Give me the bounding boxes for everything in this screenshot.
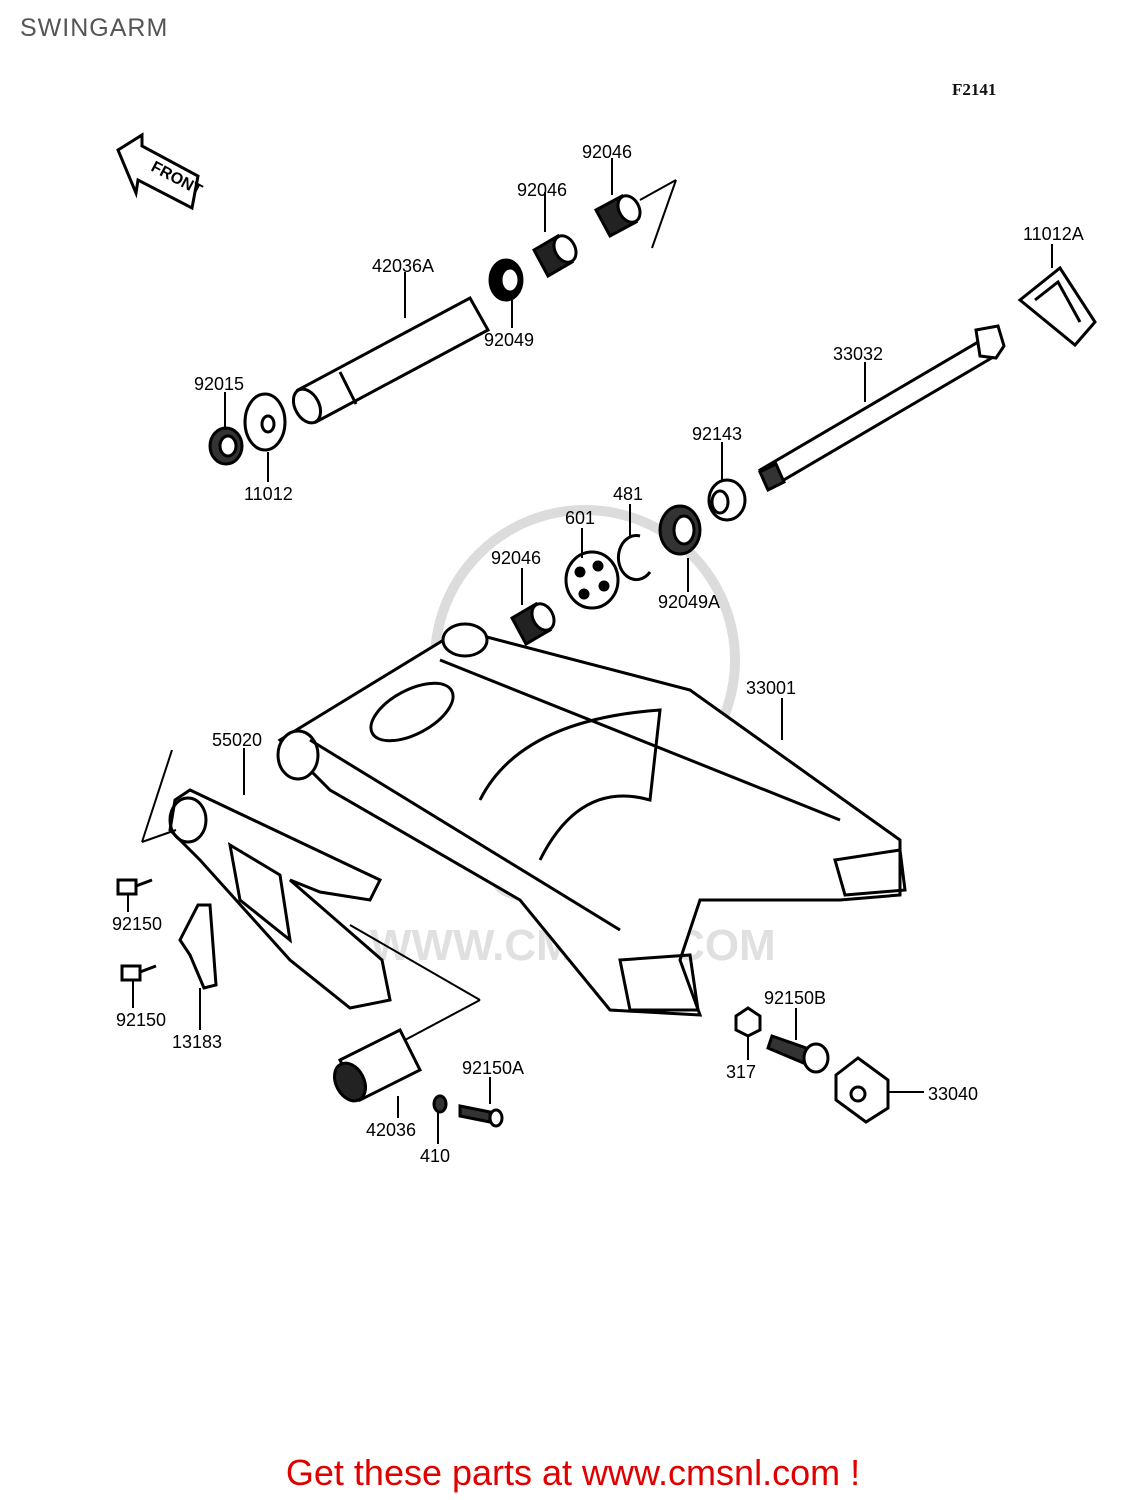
bearing-92046-top — [593, 193, 642, 239]
bolt-92150B — [766, 1034, 830, 1074]
nut-410 — [432, 1094, 448, 1114]
part-label: 92150B — [764, 988, 826, 1008]
part-label: 92015 — [194, 374, 244, 394]
nut-92015 — [208, 426, 244, 466]
figure-code: F2141 — [952, 80, 997, 99]
page-title: SWINGARM — [20, 14, 169, 42]
part-label: 481 — [613, 484, 643, 504]
part-label: 601 — [565, 508, 595, 528]
part-label: 42036 — [366, 1120, 416, 1140]
collar-11012 — [243, 392, 287, 452]
part-label: 13183 — [172, 1032, 222, 1052]
bearing-92046-lower — [509, 601, 556, 647]
chain-guard-55020 — [168, 788, 392, 1010]
part-label: 317 — [726, 1062, 756, 1082]
cap-11012A — [1017, 265, 1097, 348]
part-label: 92150A — [462, 1058, 524, 1078]
swingarm-33001 — [276, 622, 907, 1017]
part-label: 92046 — [491, 548, 541, 568]
part-label: 33032 — [833, 344, 883, 364]
part-label: 33001 — [746, 678, 796, 698]
bearing-601 — [564, 550, 620, 610]
front-arrow-icon: FRONT — [116, 132, 205, 211]
leader-lines — [127, 158, 1053, 1144]
part-label: 92049A — [658, 592, 720, 612]
part-label: 92046 — [517, 180, 567, 200]
footer-promo-link[interactable]: Get these parts at www.cmsnl.com ! — [285, 1452, 861, 1493]
part-label: 92150 — [116, 1010, 166, 1030]
nut-317 — [734, 1006, 762, 1038]
part-label: 11012A — [1023, 224, 1084, 244]
part-label: 42036A — [372, 256, 434, 276]
part-label: 33040 — [928, 1084, 978, 1104]
part-label: 410 — [420, 1146, 450, 1166]
sleeve-42036A — [291, 295, 491, 425]
seal-92049A — [658, 504, 702, 556]
collar-92143 — [707, 478, 747, 522]
bolt-92150A — [458, 1104, 504, 1128]
part-label: 92049 — [484, 330, 534, 350]
circlip-481 — [616, 534, 652, 582]
sleeve-42036 — [332, 1027, 423, 1103]
bearing-92046-upper — [531, 233, 578, 279]
part-label: 92046 — [582, 142, 632, 162]
part-label: 11012 — [244, 484, 293, 504]
part-labels: 92046 92046 42036A 92049 92015 11012 110… — [112, 142, 1084, 1166]
adjuster-block-33040 — [834, 1056, 890, 1124]
part-label: 55020 — [212, 730, 262, 750]
axle-33032 — [757, 324, 1006, 493]
seal-92049 — [488, 258, 524, 302]
part-label: 92150 — [112, 914, 162, 934]
part-label: 92143 — [692, 424, 742, 444]
bolt-92150-upper — [116, 878, 153, 896]
bracket-13183 — [178, 903, 218, 990]
bolt-92150-lower — [120, 964, 157, 982]
